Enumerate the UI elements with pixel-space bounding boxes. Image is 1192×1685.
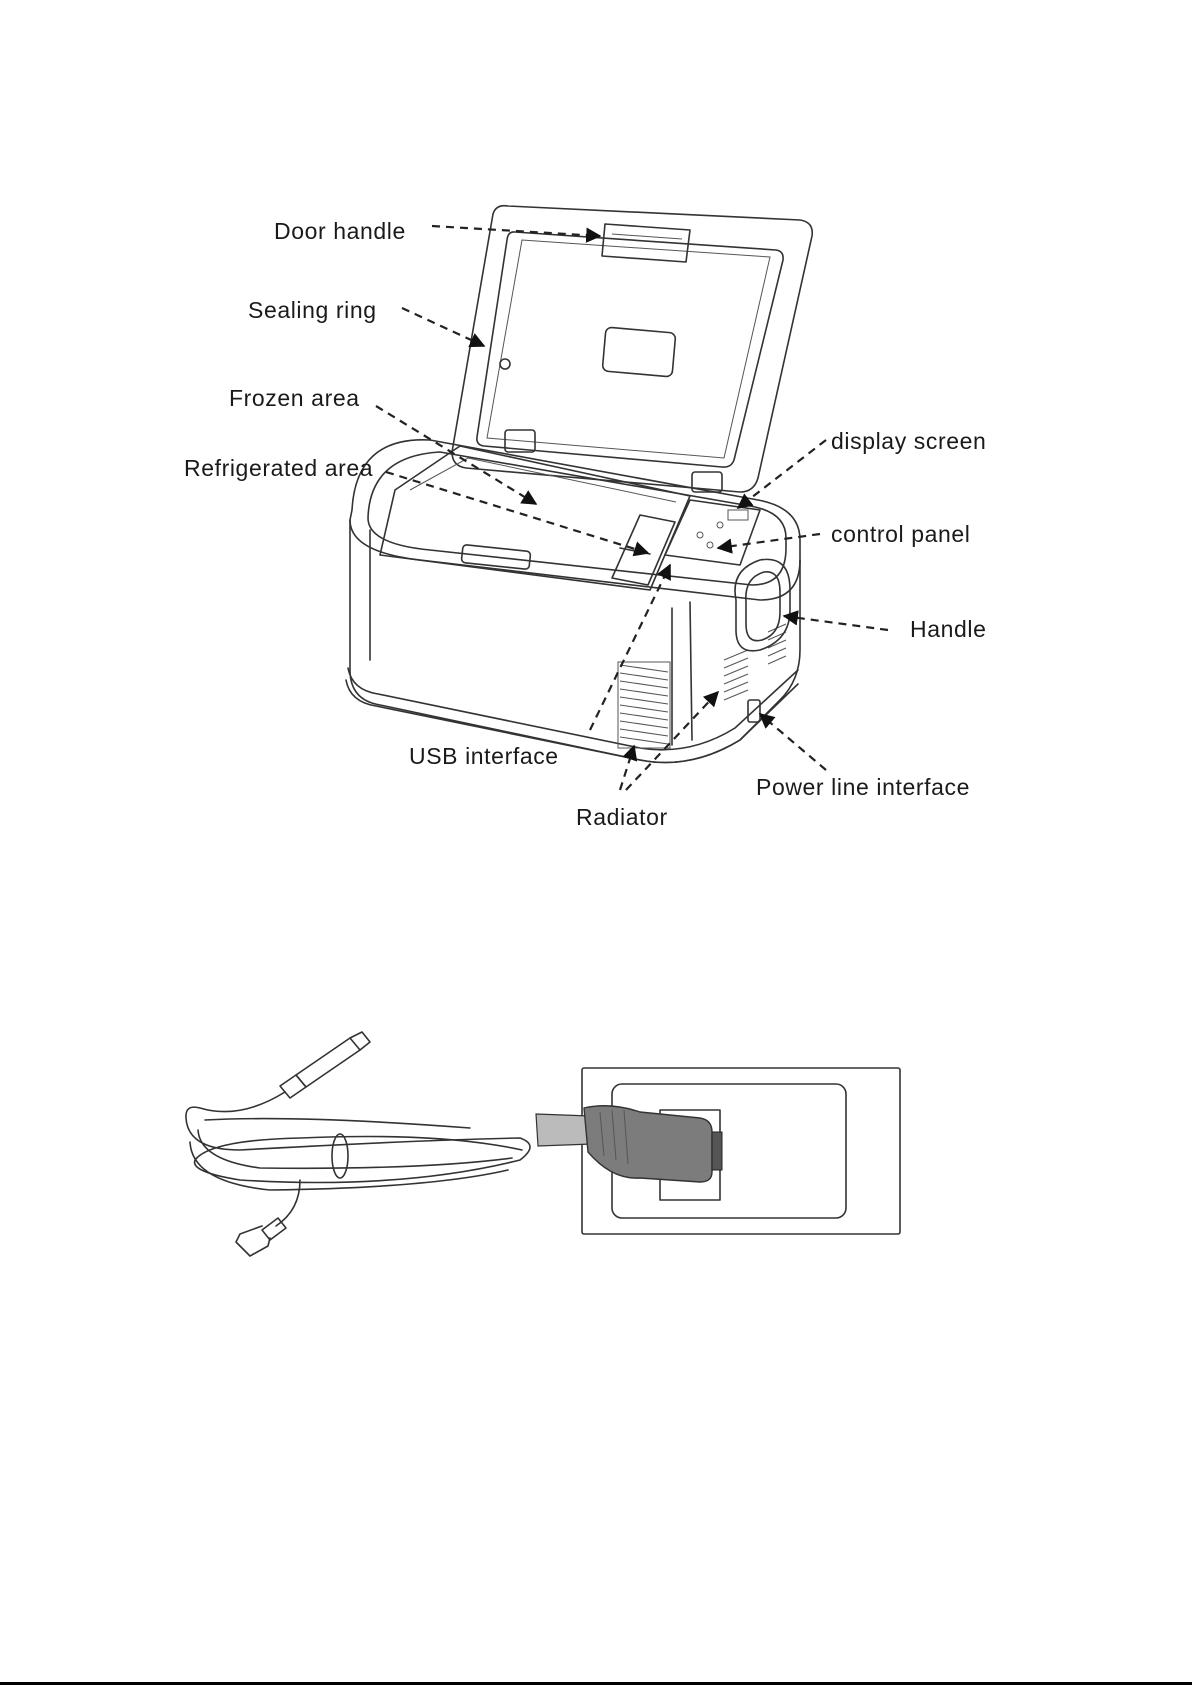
front-radiator — [618, 662, 670, 748]
label-frozen-area: Frozen area — [229, 385, 360, 411]
label-radiator: Radiator — [576, 804, 668, 830]
label-display-screen: display screen — [831, 428, 986, 454]
callouts — [376, 226, 888, 790]
coiled-cable — [186, 1032, 530, 1256]
lid-label-plate — [602, 327, 676, 377]
power-cable-figure — [0, 1020, 1192, 1260]
lid — [452, 206, 812, 492]
fridge-body — [346, 440, 800, 763]
socket-plug — [536, 1068, 900, 1234]
label-power-line-interface: Power line interface — [756, 774, 970, 800]
label-control-panel: control panel — [831, 521, 971, 547]
label-door-handle: Door handle — [274, 218, 406, 244]
label-handle: Handle — [910, 616, 987, 642]
side-handle — [735, 559, 790, 650]
label-refrigerated-area: Refrigerated area — [184, 455, 373, 481]
fridge-diagram — [0, 0, 1192, 860]
label-usb-interface: USB interface — [409, 743, 559, 769]
label-sealing-ring: Sealing ring — [248, 297, 377, 323]
